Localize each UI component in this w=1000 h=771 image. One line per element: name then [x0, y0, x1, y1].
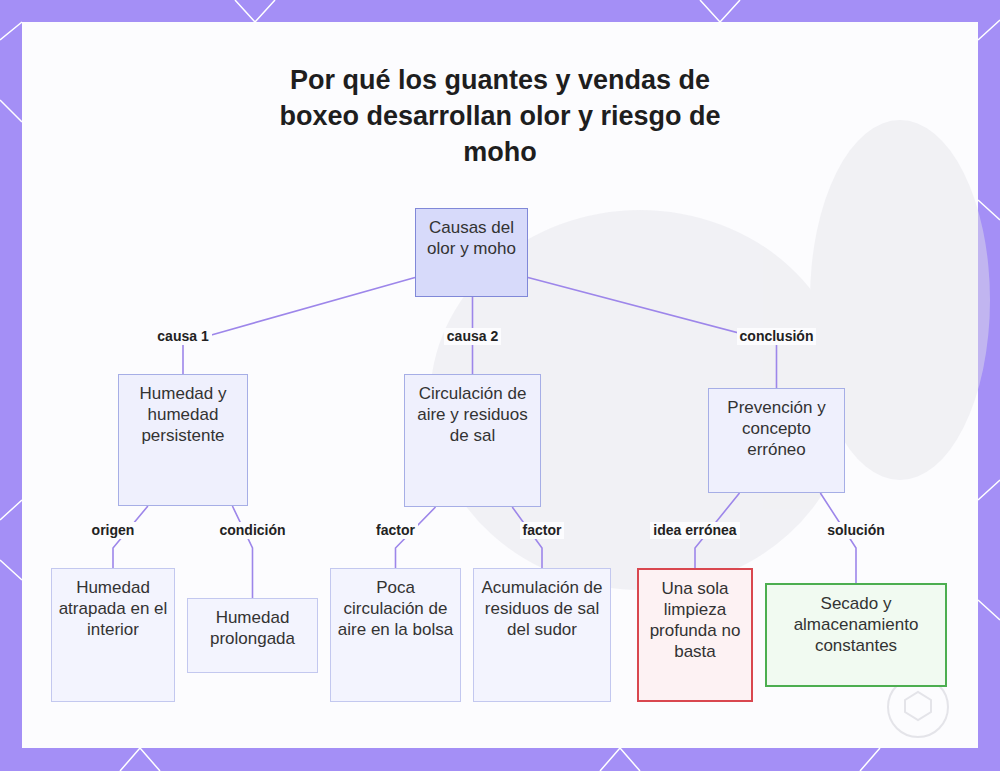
diagram-title: Por qué los guantes y vendas de boxeo de… — [250, 62, 750, 170]
connector — [232, 506, 252, 598]
box-text: Poca circulación de aire en la bolsa — [337, 577, 454, 640]
concept-box: Una sola limpieza profunda no basta — [637, 568, 753, 702]
concept-box: Prevención y concepto erróneo — [708, 388, 845, 493]
concept-box: Circulación de aire y residuos de sal — [404, 374, 541, 507]
box-text: Secado y almacenamiento constantes — [773, 593, 939, 656]
edge-label: causa 1 — [154, 328, 211, 345]
connector — [183, 277, 415, 374]
box-text: Circulación de aire y residuos de sal — [411, 383, 534, 446]
box-text: Prevención y concepto erróneo — [715, 397, 838, 460]
edge-label: causa 2 — [444, 328, 501, 345]
concept-box: Acumulación de residuos de sal del sudor — [473, 568, 611, 702]
edge-label: factor — [373, 522, 418, 539]
edge-label: conclusión — [737, 328, 817, 345]
edge-label: factor — [520, 522, 565, 539]
concept-box: Poca circulación de aire en la bolsa — [330, 568, 461, 702]
concept-box: Causas del olor y moho — [415, 208, 528, 297]
edge-label: condición — [216, 522, 288, 539]
concept-box: Humedad prolongada — [187, 598, 318, 673]
box-text: Humedad y humedad persistente — [125, 383, 241, 446]
box-text: Humedad prolongada — [194, 607, 311, 649]
concept-box: Secado y almacenamiento constantes — [765, 583, 947, 687]
box-text: Acumulación de residuos de sal del sudor — [480, 577, 604, 640]
box-text: Humedad atrapada en el interior — [58, 577, 168, 640]
box-text: Una sola limpieza profunda no basta — [645, 578, 745, 662]
concept-box: Humedad y humedad persistente — [118, 374, 248, 506]
box-text: Causas del olor y moho — [422, 217, 521, 259]
edge-label: idea errónea — [650, 522, 739, 539]
edge-label: origen — [89, 522, 138, 539]
concept-box: Humedad atrapada en el interior — [51, 568, 175, 702]
edge-label: solución — [824, 522, 888, 539]
